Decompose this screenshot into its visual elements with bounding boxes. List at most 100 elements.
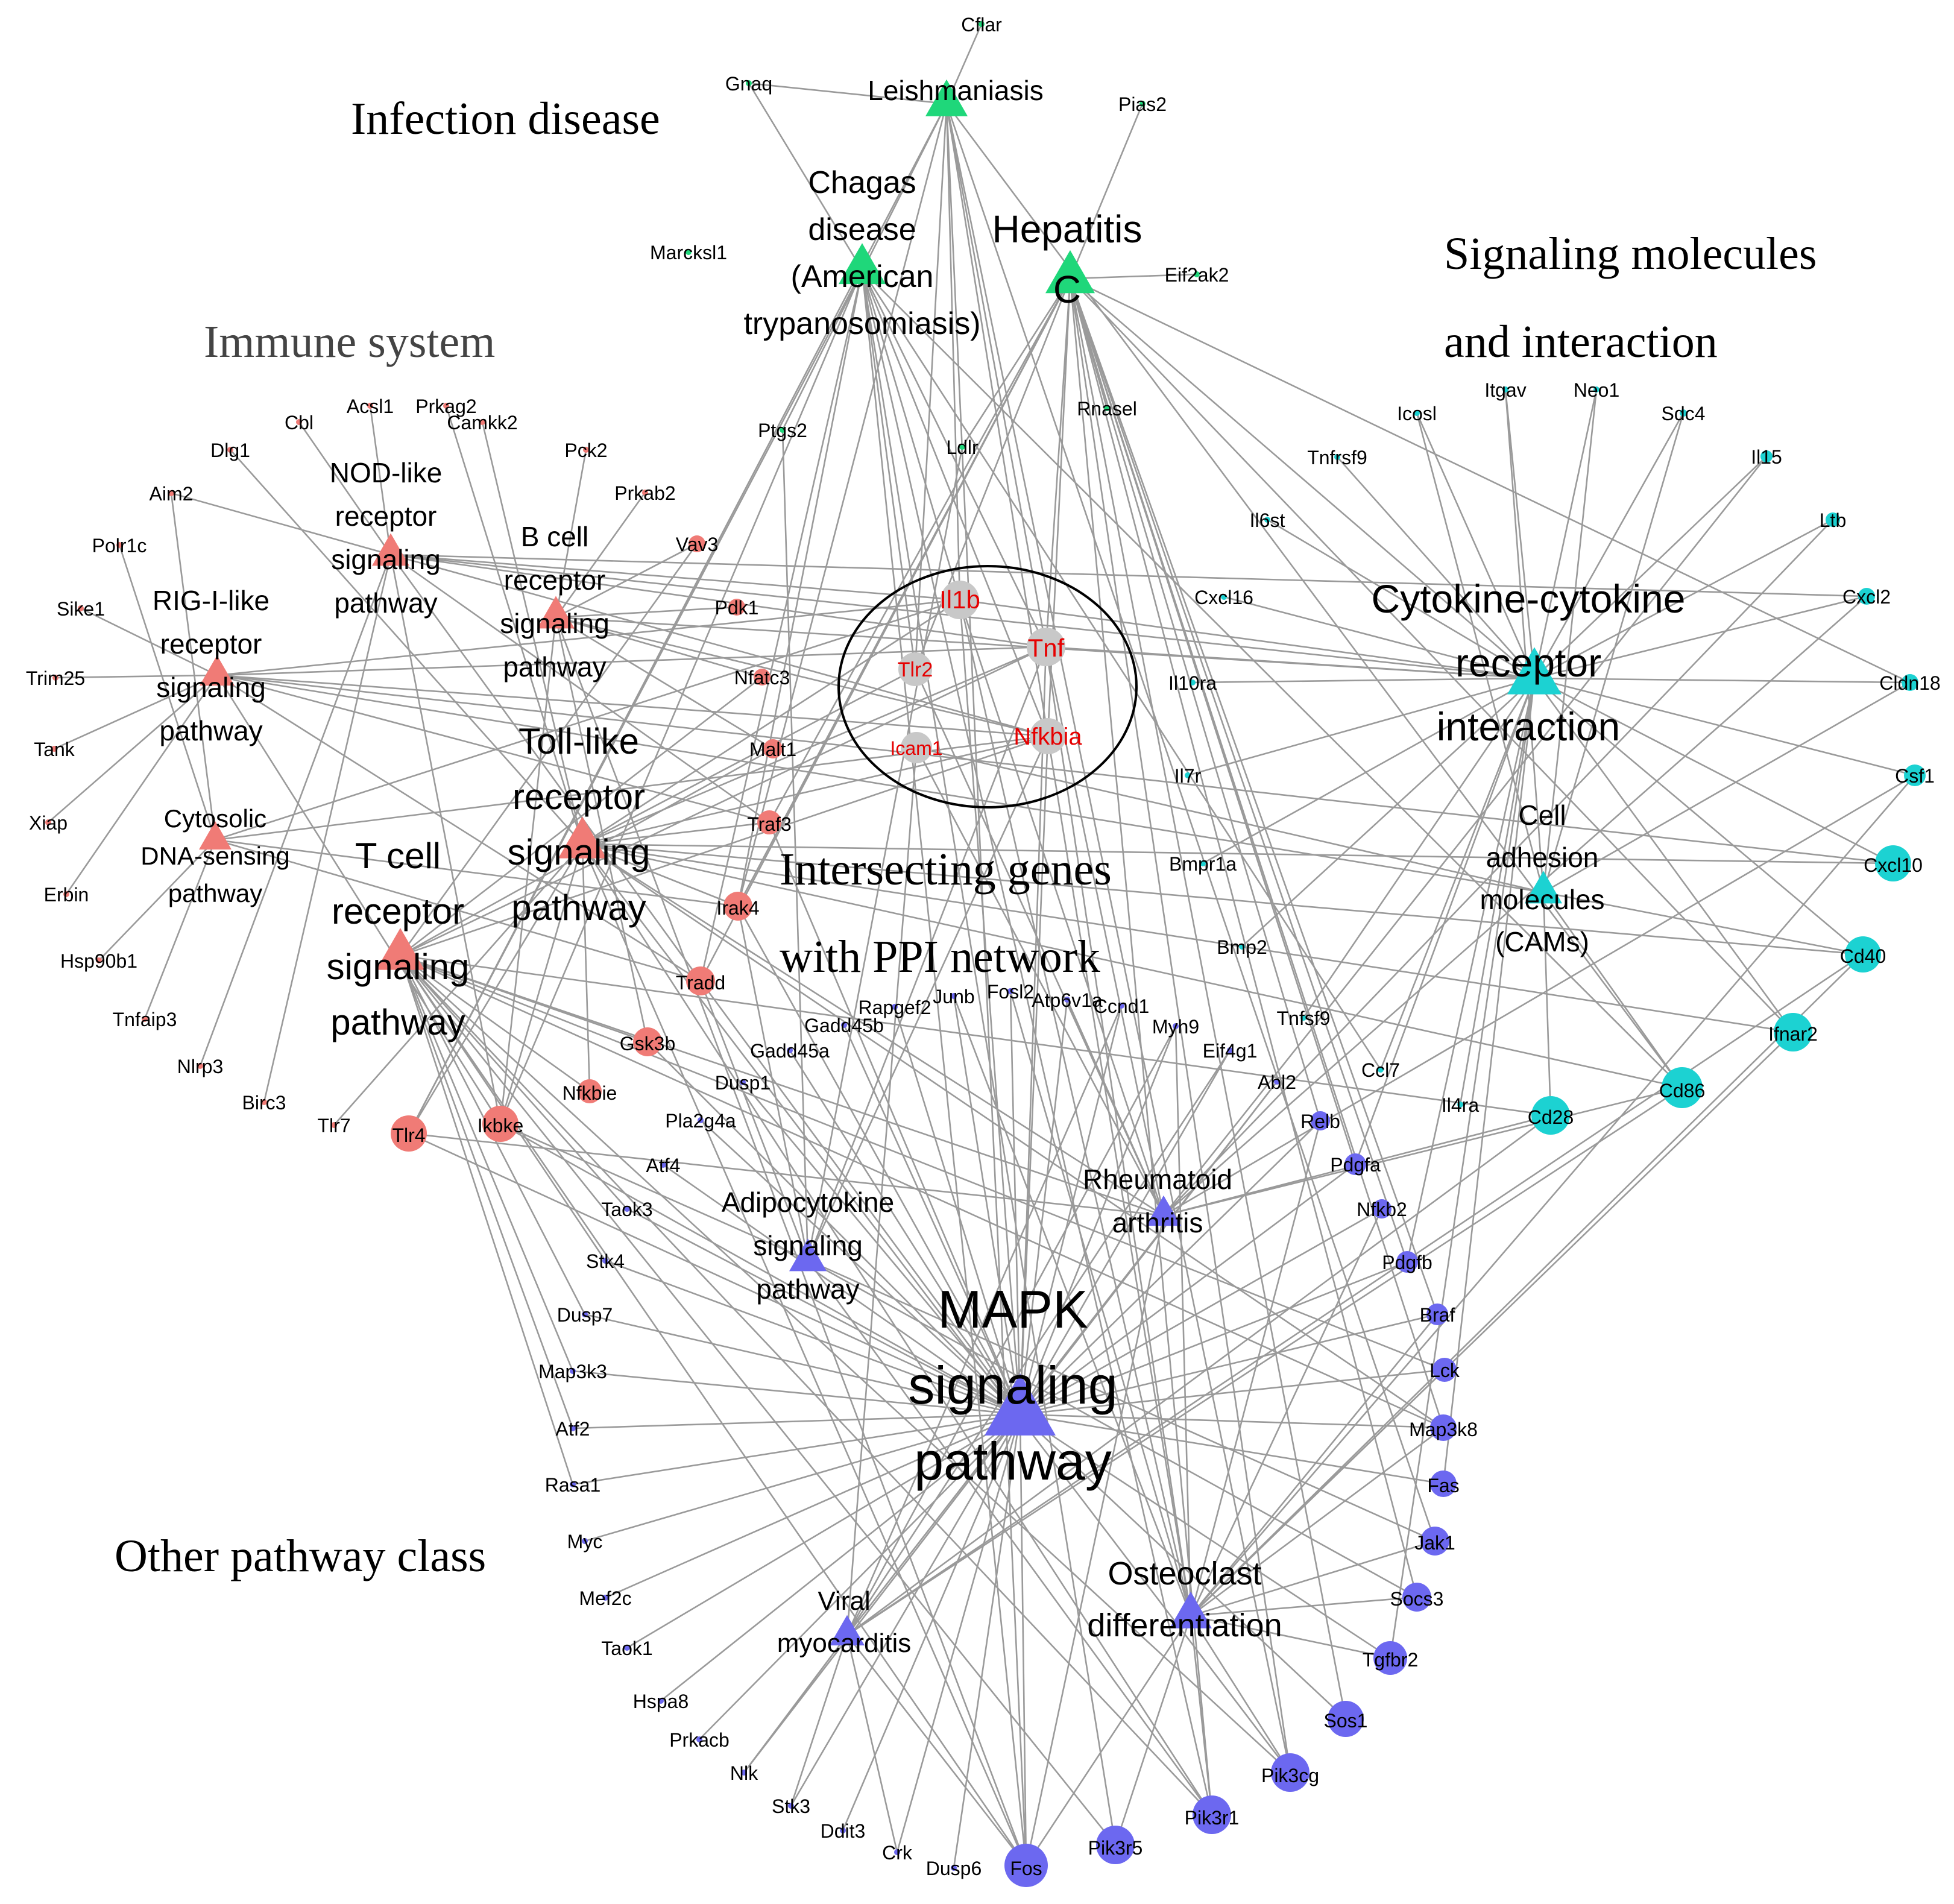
edge-cytokine-itgav xyxy=(1504,389,1536,679)
pathway-node-cams xyxy=(1525,871,1562,904)
gene-label-fosl2: Fosl2 xyxy=(987,981,1034,1003)
gene-label-sike1: Sike1 xyxy=(57,598,105,620)
edge-toll-like-pik3cg xyxy=(581,843,1291,1773)
edge-rheumatoid-tnf xyxy=(1045,646,1165,1216)
edge-hepatitis-c-cldn18 xyxy=(1070,277,1911,684)
gene-label-pik3r1: Pik3r1 xyxy=(1185,1807,1240,1829)
edge-rig-i-traf3 xyxy=(216,674,770,824)
edge-cytokine-neo1 xyxy=(1533,389,1598,679)
gene-node-rapgef2 xyxy=(892,1004,898,1010)
edge-rig-i-tnf xyxy=(216,646,1047,676)
gene-label-fas: Fas xyxy=(1427,1475,1459,1496)
edge-t-cell-nfkbie xyxy=(400,954,590,1092)
gene-label-il10ra: Il10ra xyxy=(1168,672,1217,694)
edge-osteoclast-pik3r5 xyxy=(1114,1615,1192,1846)
gene-node-cd28 xyxy=(1531,1096,1570,1135)
edge-chagas-ccl7 xyxy=(861,270,1382,1070)
gene-node-tlr2 xyxy=(898,652,932,686)
edge-toll-like-fos xyxy=(581,843,1027,1866)
gene-label-pck2: Pck2 xyxy=(564,440,607,461)
pathway-label-rig-i-line4: pathway xyxy=(159,715,262,746)
gene-label-taok1: Taok1 xyxy=(601,1638,652,1659)
pathway-label-mapk-line3: pathway xyxy=(914,1431,1112,1491)
gene-label-tnfsf9: Tnfsf9 xyxy=(1277,1007,1331,1029)
gene-label-icosl: Icosl xyxy=(1397,403,1437,424)
gene-label-nfkb2: Nfkb2 xyxy=(1357,1199,1407,1220)
gene-node-cd86 xyxy=(1662,1067,1703,1108)
gene-label-vav3: Vav3 xyxy=(676,534,719,555)
edge-rig-i-tank xyxy=(54,674,218,750)
gene-label-icam1: Icam1 xyxy=(890,737,942,759)
edge-chagas-tnf xyxy=(861,270,1047,648)
edge-layer xyxy=(48,24,1915,1868)
gene-label-prkacb: Prkacb xyxy=(669,1729,730,1751)
pathway-label-cytokine-line1: Cytokine-cytokine xyxy=(1372,576,1686,621)
gene-label-il15: Il15 xyxy=(1751,446,1782,468)
pathway-label-mapk-line2: signaling xyxy=(908,1355,1117,1415)
gene-label-tank: Tank xyxy=(34,739,75,760)
edge-hepatitis-c-socs3 xyxy=(1069,278,1418,1598)
pathway-label-hepatitis-c-line2: C xyxy=(1053,268,1081,311)
gene-label-pdk1: Pdk1 xyxy=(715,597,759,619)
edge-cytokine-cxcl10 xyxy=(1534,677,1894,865)
edge-nod-like-birc3 xyxy=(263,554,392,1103)
gene-node-nfkb2 xyxy=(1372,1199,1391,1218)
edge-viral-myh9 xyxy=(846,1026,1177,1636)
gene-node-tnf xyxy=(1027,628,1065,666)
gene-label-nfkbia: Nfkbia xyxy=(1013,723,1082,750)
gene-node-nfkbia xyxy=(1030,718,1066,754)
pathway-label-cams-line2: adhesion xyxy=(1486,842,1599,873)
gene-node-sike1 xyxy=(78,605,84,611)
gene-node-camkk2 xyxy=(479,419,485,425)
edge-mapk-taok3 xyxy=(626,1208,1021,1416)
gene-label-birc3: Birc3 xyxy=(242,1092,286,1114)
gene-node-junb xyxy=(951,993,957,999)
edge-mapk-nfkb2 xyxy=(1020,1208,1382,1416)
gene-label-il7r: Il7r xyxy=(1174,765,1202,787)
gene-node-icam1 xyxy=(901,732,932,763)
gene-node-pik3cg xyxy=(1271,1753,1309,1792)
gene-node-ddit3 xyxy=(840,1827,846,1833)
gene-label-crk: Crk xyxy=(882,1842,913,1864)
edge-hepatitis-c-tradd xyxy=(699,278,1071,982)
edge-nod-like-cbl xyxy=(298,421,392,555)
edge-viral-abl2 xyxy=(846,1081,1278,1636)
gene-node-xiap xyxy=(45,819,51,825)
edge-viral-eif4g1 xyxy=(846,1050,1231,1636)
edge-cytosolic-polr1c xyxy=(118,544,216,840)
gene-node-il6st xyxy=(1264,517,1270,523)
edge-cams-neo1 xyxy=(1542,389,1598,893)
pathway-label-osteoclast-line2: differentiation xyxy=(1087,1607,1282,1644)
gene-label-ccnd1: Ccnd1 xyxy=(1094,995,1150,1017)
edge-chagas-pik3r5 xyxy=(861,270,1117,1846)
gene-label-rasa1: Rasa1 xyxy=(545,1474,601,1496)
gene-node-dlg1 xyxy=(227,447,233,453)
edge-t-cell-cd28 xyxy=(400,954,1551,1117)
gene-node-map3k3 xyxy=(570,1368,576,1374)
gene-label-marcksl1: Marcksl1 xyxy=(650,242,727,263)
edge-cytokine-tgfbr2 xyxy=(1389,678,1536,1659)
edge-hepatitis-c-ldlr xyxy=(961,278,1071,447)
edge-hepatitis_c-cytokine xyxy=(1070,278,1535,679)
pathway-label-chagas-line3: (American xyxy=(791,259,934,294)
edge-b-cell-prkab2 xyxy=(555,492,646,618)
pathway-label-adipocytokine-line3: pathway xyxy=(756,1273,859,1305)
edge-osteoclast-nfkb2 xyxy=(1190,1208,1383,1616)
gene-label-erbin: Erbin xyxy=(44,884,89,906)
pathway-label-cytosolic-line2: DNA-sensing xyxy=(140,842,289,870)
gene-label-stk4: Stk4 xyxy=(586,1250,625,1272)
edge-osteoclast-cd40 xyxy=(1190,954,1864,1616)
edge-cytokine-cxcl2 xyxy=(1534,595,1867,679)
gene-label-itgav: Itgav xyxy=(1484,379,1526,401)
gene-node-ikbke xyxy=(482,1106,518,1142)
gene-node-icosl xyxy=(1414,410,1420,416)
gene-node-pdgfa xyxy=(1344,1153,1366,1175)
gene-label-eif4g1: Eif4g1 xyxy=(1203,1040,1258,1062)
pathway-label-toll-like-line2: receptor xyxy=(512,777,645,817)
edge-rheumatoid-il15 xyxy=(1162,456,1768,1216)
gene-label-jak1: Jak1 xyxy=(1414,1532,1455,1554)
gene-label-pik3cg: Pik3cg xyxy=(1261,1765,1319,1786)
edge-cams-icosl xyxy=(1416,412,1545,893)
edge-osteoclast-il1b xyxy=(959,599,1192,1616)
edge-cytokine-ltb xyxy=(1534,519,1833,679)
